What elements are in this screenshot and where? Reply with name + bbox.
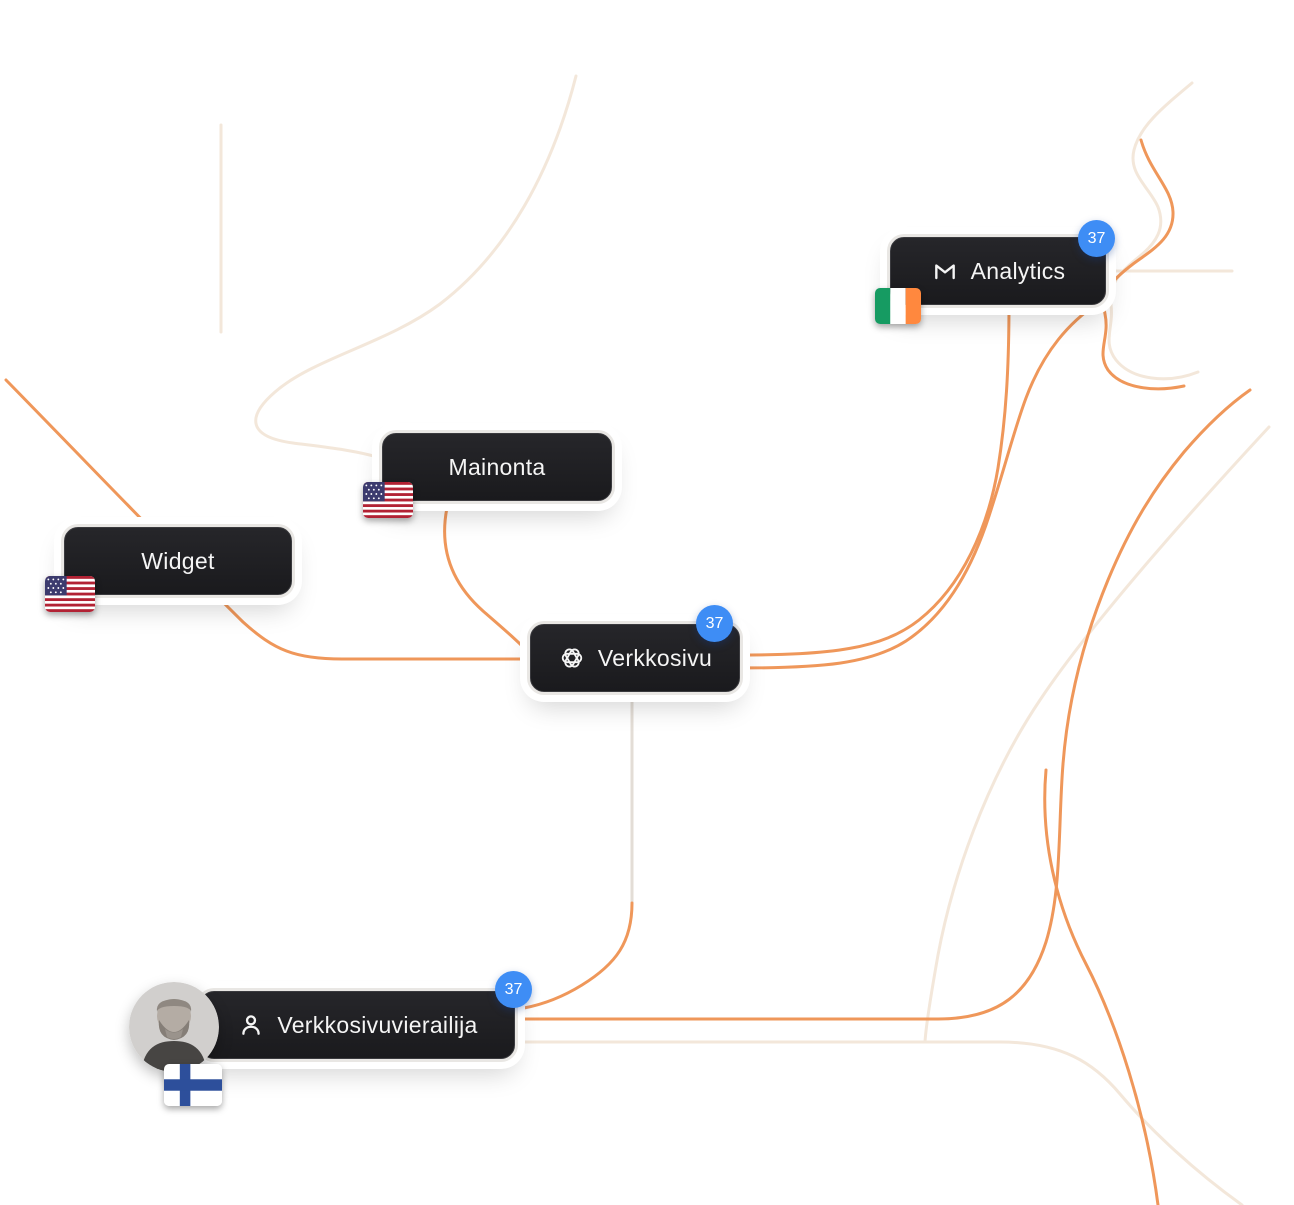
visitor-avatar — [129, 982, 219, 1072]
node-label: Verkkosivuvierailija — [277, 1011, 478, 1038]
node-widget[interactable]: Widget — [45, 527, 292, 612]
edge-white-right-diagonal — [923, 425, 1271, 1044]
edge-orange-visitor-to-right — [512, 388, 1252, 1021]
usa-flag-icon — [45, 576, 95, 612]
count-badge: 37 — [1078, 220, 1115, 257]
node-verkkosivuvierailija[interactable]: Verkkosivuvierailija 37 — [129, 971, 532, 1106]
edge-orange-verkkosivu-to-analytics-1 — [735, 301, 1011, 657]
node-label: Analytics — [970, 257, 1066, 284]
node-verkkosivu[interactable]: Verkkosivu 37 — [530, 605, 740, 692]
edge-orange-branch-to-bottom — [1043, 768, 1160, 1205]
edge-white-top-to-mainonta — [254, 74, 578, 460]
edge-orange-topright-squiggle — [1101, 138, 1186, 391]
node-mainonta[interactable]: Mainonta — [363, 433, 612, 518]
edge-orange-verkkosivu-to-analytics-2 — [735, 301, 1100, 670]
person-icon — [237, 1011, 265, 1039]
node-label: Widget — [141, 547, 215, 574]
openai-icon — [558, 644, 586, 672]
gmail-icon — [931, 257, 959, 285]
count-badge: 37 — [696, 605, 733, 642]
ireland-flag-icon — [875, 288, 921, 324]
edge-white-visitor-to-corner — [512, 1040, 1244, 1205]
edge-orange-verkkosivu-to-visitor — [522, 901, 634, 1010]
edge-orange-mainonta-to-verkkosivu — [443, 497, 533, 657]
finland-flag-icon — [164, 1064, 222, 1106]
count-badge: 37 — [495, 971, 532, 1008]
node-label: Mainonta — [448, 453, 546, 480]
usa-flag-icon — [363, 482, 413, 518]
edge-white-topright-squiggle — [1107, 81, 1200, 381]
node-label: Verkkosivu — [597, 644, 713, 671]
node-analytics[interactable]: Analytics 37 — [875, 220, 1115, 324]
edge-orange-topleft-to-verkkosivu — [4, 378, 533, 661]
